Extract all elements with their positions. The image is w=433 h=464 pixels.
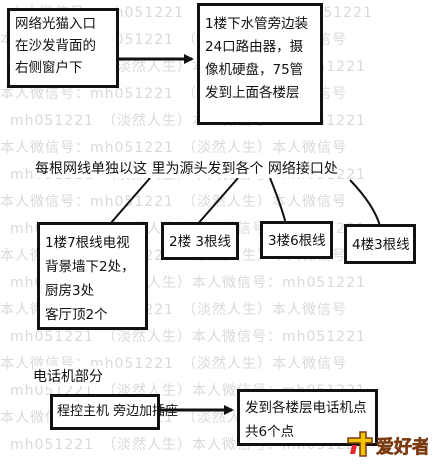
logo-graphic: 爱好者 (347, 431, 430, 458)
line-to-floor2 (195, 177, 239, 227)
modem-line-1: 网络光猫入口 (15, 16, 96, 32)
router-line-1: 1楼下水管旁边装 (205, 16, 309, 32)
modem-line-3: 右侧窗户下 (15, 60, 83, 76)
line-to-floor1 (109, 177, 151, 225)
floor1-line-3: 厨房3处 (45, 283, 95, 299)
floor2-box: 2楼 3根线 (161, 222, 239, 260)
each-cable-note: 每根网线单独以这 里为源头发到各个 网络接口处 (35, 158, 338, 178)
floor3-box: 3楼6根线 (260, 221, 333, 259)
site-logo: 爱好者 (346, 428, 430, 460)
floor4-box: 4楼3根线 (344, 224, 416, 264)
floor1-box: 1楼7根线电视 背景墙下2处， 厨房3处 客厅顶2个 (37, 222, 148, 330)
router-line-4: 发到上面各楼层 (205, 85, 300, 101)
phone-points-box: 发到各楼层电话机点 共6个点 (237, 389, 378, 446)
phones-line-2: 共6个点 (245, 424, 295, 440)
floor3-label: 3楼6根线 (268, 233, 326, 249)
router-box: 1楼下水管旁边装 24口路由器，摄 像机硬盘，75管 发到上面各楼层 (197, 3, 323, 125)
floor4-label: 4楼3根线 (352, 237, 410, 253)
router-line-3: 像机硬盘，75管 (205, 62, 304, 78)
logo-text: 爱好者 (376, 436, 428, 458)
modem-line-2: 在沙发背面的 (15, 38, 96, 54)
phones-line-1: 发到各楼层电话机点 (245, 400, 367, 416)
phone-section-label: 电话机部分 (33, 366, 103, 386)
pbx-box: 程控主机 旁边加插座 (50, 394, 179, 430)
floor1-line-1: 1楼7根线电视 (45, 235, 130, 251)
pbx-label: 程控主机 旁边加插座 (57, 404, 179, 419)
line-to-floor4 (349, 179, 381, 227)
floor1-line-4: 客厅顶2个 (45, 307, 108, 323)
modem-entry-box: 网络光猫入口 在沙发背面的 右侧窗户下 (7, 8, 119, 88)
floor2-label: 2楼 3根线 (169, 234, 231, 250)
router-line-2: 24口路由器，摄 (205, 39, 304, 55)
floor1-line-2: 背景墙下2处， (45, 259, 135, 275)
line-to-floor3 (269, 177, 287, 225)
